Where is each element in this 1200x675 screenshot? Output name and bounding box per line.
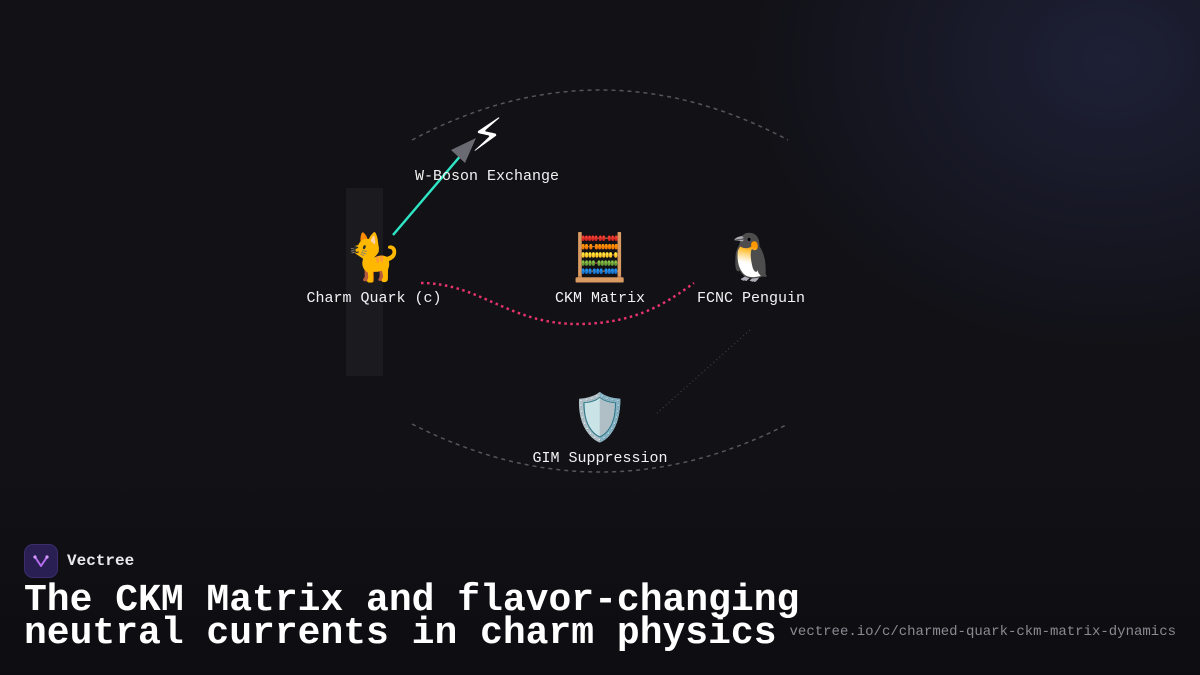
node-w-boson: ⚡ W-Boson Exchange [410, 108, 564, 185]
node-gim-suppression: 🛡️ GIM Suppression [525, 390, 675, 467]
orbit-arc-top [411, 89, 789, 141]
charm-wboson-arrow [392, 153, 463, 236]
source-url[interactable]: vectree.io/c/charmed-quark-ckm-matrix-dy… [789, 624, 1176, 640]
page-title: The CKM Matrix and flavor-changing neutr… [24, 579, 800, 655]
abacus-icon: 🧮 [571, 230, 629, 284]
node-ckm-matrix: 🧮 CKM Matrix [540, 230, 660, 307]
shield-icon: 🛡️ [571, 390, 629, 444]
brand: Vectree [24, 544, 134, 578]
orbit-arc-bottom [411, 423, 789, 473]
node-label: GIM Suppression [532, 450, 668, 467]
node-label: Charm Quark (c) [306, 290, 442, 307]
brand-name: Vectree [67, 552, 135, 570]
highlight-bar [346, 188, 383, 376]
node-label: CKM Matrix [554, 290, 645, 307]
vectree-logo-icon [24, 544, 58, 578]
node-label: W-Boson Exchange [414, 168, 560, 185]
arrowhead [451, 138, 476, 163]
node-charm-quark: 🐈 Charm Quark (c) [300, 230, 448, 307]
node-fcnc-penguin: 🐧 FCNC Penguin [690, 230, 812, 307]
cat-icon: 🐈 [345, 230, 403, 284]
node-label: FCNC Penguin [696, 290, 806, 307]
lightning-icon: ⚡ [470, 108, 504, 162]
penguin-icon: 🐧 [722, 230, 780, 284]
